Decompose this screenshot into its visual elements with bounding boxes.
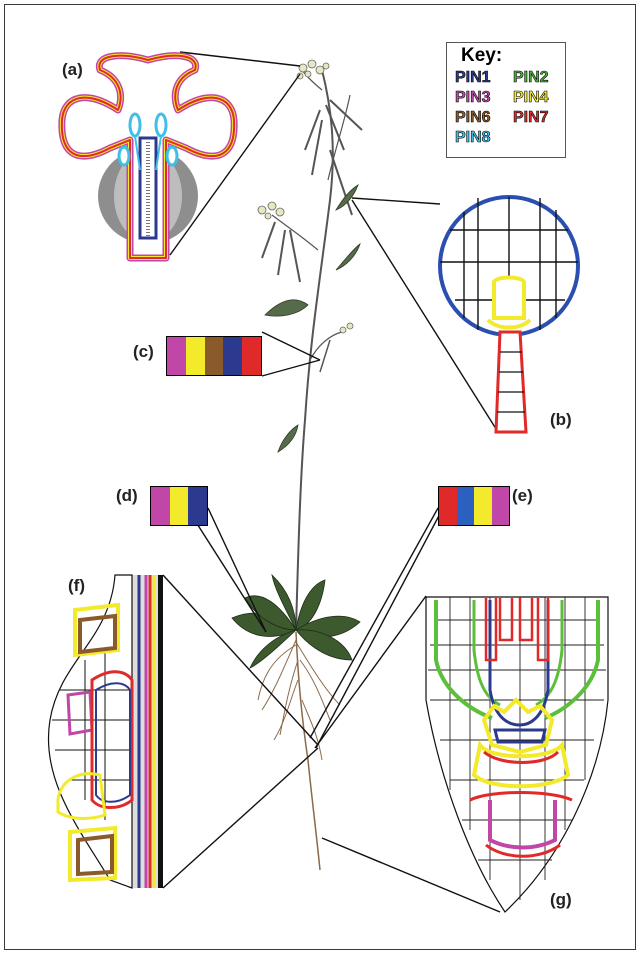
swatch-e-stripe	[492, 487, 510, 525]
lateral-root-diagram-f	[48, 575, 163, 888]
panel-label-b: (b)	[550, 410, 572, 430]
flower-clusters	[258, 60, 353, 333]
key-item-pin2: PIN2	[513, 69, 549, 87]
swatch-c-stripe	[205, 337, 224, 375]
panel-label-g: (g)	[550, 890, 572, 910]
swatch-d-stripe	[170, 487, 189, 525]
root-tip-diagram-g	[426, 597, 608, 912]
key-item-pin8: PIN8	[455, 129, 491, 147]
arabidopsis-plant	[262, 66, 362, 630]
swatch-d-stripe	[188, 487, 207, 525]
key-item-pin3: PIN3	[455, 89, 491, 107]
panel-label-d: (d)	[116, 486, 138, 506]
key-item-pin6: PIN6	[455, 109, 491, 127]
embryo-diagram-b	[440, 197, 578, 432]
flower-diagram-a	[62, 56, 234, 258]
key-item-pin1: PIN1	[455, 69, 491, 87]
panel-label-f: (f)	[68, 576, 85, 596]
panel-label-a: (a)	[62, 60, 83, 80]
swatch-c-stripe	[167, 337, 186, 375]
roots	[258, 632, 340, 870]
swatch-c	[166, 336, 262, 376]
color-key: Key: PIN1 PIN2 PIN3 PIN4 PIN6 PIN7 PIN8	[446, 42, 566, 158]
swatch-c-stripe	[223, 337, 242, 375]
key-title: Key:	[461, 45, 502, 67]
swatch-e	[438, 486, 510, 526]
swatch-c-stripe	[242, 337, 261, 375]
swatch-e-stripe	[457, 487, 475, 525]
swatch-e-stripe	[474, 487, 492, 525]
swatch-c-stripe	[186, 337, 205, 375]
swatch-e-stripe	[439, 487, 457, 525]
swatch-d-stripe	[151, 487, 170, 525]
key-item-pin4: PIN4	[513, 89, 549, 107]
panel-label-e: (e)	[512, 486, 533, 506]
cauline-leaves	[265, 185, 360, 452]
panel-label-c: (c)	[133, 342, 154, 362]
swatch-d	[150, 486, 208, 526]
key-item-pin7: PIN7	[513, 109, 549, 127]
